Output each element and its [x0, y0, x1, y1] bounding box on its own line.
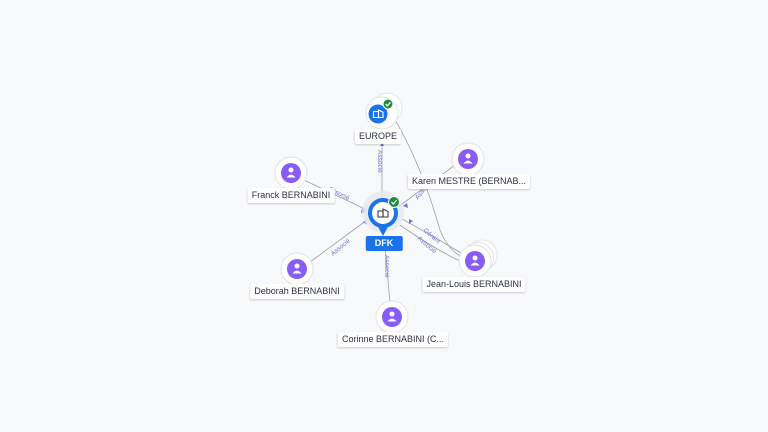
edge-jeanlouis-associe — [399, 224, 463, 263]
edge-corinne — [384, 245, 391, 304]
edge-deborah — [309, 219, 368, 263]
node-label-franck[interactable]: Franck BERNABINI — [247, 188, 335, 203]
person-icon — [286, 167, 296, 178]
edge-europe-jeanlouis — [391, 114, 471, 261]
node-franck[interactable] — [274, 156, 308, 190]
node-label-karen[interactable]: Karen MESTRE (BERNAB... — [407, 174, 531, 189]
arrow-head — [409, 219, 413, 224]
edge-label-corinne: Associé — [383, 255, 390, 278]
node-label-corinne[interactable]: Corinne BERNABINI (C... — [337, 332, 449, 347]
node-karen[interactable] — [451, 142, 485, 176]
person-icon — [470, 255, 480, 266]
arrow-head — [380, 142, 384, 146]
edge-franck — [303, 179, 368, 211]
edge-jeanlouis-gerant — [401, 218, 465, 256]
node-jeanlouis[interactable] — [458, 239, 498, 278]
verified-check-icon — [388, 196, 400, 208]
node-label-europe[interactable]: EUROPE — [354, 129, 402, 144]
person-icon — [387, 311, 397, 322]
node-corinne[interactable] — [375, 300, 409, 334]
person-icon — [292, 263, 302, 274]
node-europe[interactable] — [365, 92, 403, 130]
arrow-head — [403, 203, 408, 208]
edge-label-europe: Associé — [376, 150, 383, 173]
company-icon — [372, 109, 384, 119]
node-center[interactable] — [362, 191, 404, 236]
company-icon — [377, 208, 389, 218]
node-label-jeanlouis[interactable]: Jean-Louis BERNABINI — [422, 277, 526, 292]
node-label-deborah[interactable]: Deborah BERNABINI — [250, 284, 344, 299]
edge-label-deborah: Associé — [330, 237, 352, 257]
verified-check-icon — [382, 98, 394, 110]
node-deborah[interactable] — [280, 252, 314, 286]
person-icon — [463, 153, 473, 164]
center-label[interactable]: DFK — [365, 236, 403, 251]
